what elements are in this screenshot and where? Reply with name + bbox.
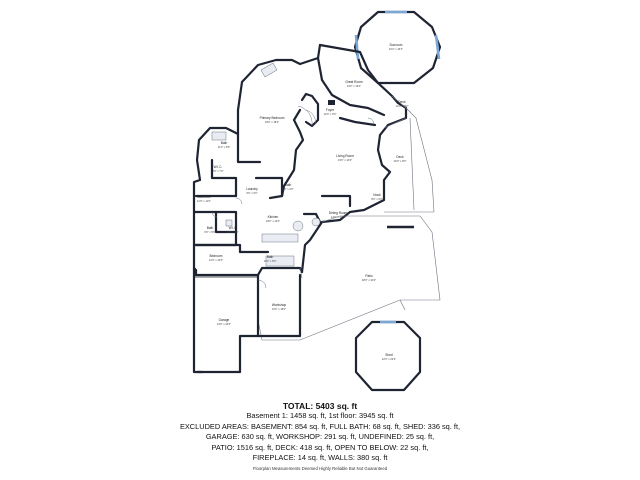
room-dims-living-room: 16'0" x 14'0" [338,158,352,162]
room-label-foyer: Foyer [326,108,335,112]
room-label-deck-side: Deck [396,155,404,159]
kitchen-counter [261,233,299,243]
main-house-walls [192,43,408,277]
room-dims-bath-lower: 10'0" x 8'0" [264,259,277,263]
room-dims-garage: 24'0" x 26'0" [217,322,231,326]
room-dims-kitchen: 18'0" x 12'0" [266,219,280,223]
room-label-deck-upper: Deck [398,100,406,104]
floor-plan: Sunroom 16'2" x 16'2" Great Room 16'0" x… [192,10,442,392]
fireplace-insert [328,100,335,105]
summary-line-excluded-3: PATIO: 1516 sq. ft, DECK: 418 sq. ft, OP… [211,442,429,452]
measurement-disclaimer: Floorplan Measurements Deemed Highly Rel… [252,465,388,471]
room-label-nook: Nook [373,193,381,197]
summary-line-excluded-1: EXCLUDED AREAS: BASEMENT: 854 sq. ft, FU… [179,421,461,431]
door-swing [257,279,267,289]
toilet [225,219,233,227]
door-swing [367,117,375,125]
room-labels: Sunroom 16'2" x 16'2" Great Room 16'0" x… [197,43,408,361]
room-label-primary-bedroom: Primary Bedroom [260,116,285,120]
room-dims-deck-upper: 14'0" x 7'0" [396,104,409,108]
spiral-stair-outer [297,105,313,127]
room-label-dining-room: Dining Room [329,211,348,215]
garage-workshop-walls [192,266,302,374]
door-swing [235,197,243,205]
room-dims-dining-room: 14'0" x 12'0" [331,215,345,219]
room-dims-great-room: 16'0" x 16'0" [347,84,361,88]
door-swing [211,211,218,218]
room-dims-bedroom-1: 12'0" x 11'0" [197,199,211,203]
room-dims-shed: 22'0" x 22'0" [382,357,396,361]
patio-outline [257,215,441,341]
spiral-stair [305,109,317,125]
room-dims-wic: 8'0" x 7'0" [212,169,223,173]
room-label-workshop: Workshop [272,303,287,307]
room-label-bedroom-1: Bedroom [198,195,211,199]
window [354,34,360,60]
room-dims-bath-mid: 6'0" x 5'0" [204,230,215,234]
room-dims-sunroom: 16'2" x 16'2" [389,47,403,51]
room-dims-wic-2: 5'0" x 4'0" [227,230,238,234]
room-dims-bedroom-2: 12'0" x 10'0" [209,258,223,262]
summary-line-excluded-2: GARAGE: 630 sq. ft, WORKSHOP: 291 sq. ft… [205,432,435,441]
room-label-living-room: Living Room [336,154,354,158]
room-label-great-room: Great Room [345,80,363,84]
bar-table [311,217,321,227]
area-summary: TOTAL: 5403 sq. ft Basement 1: 1458 sq. … [0,400,640,471]
tub [211,131,227,141]
room-dims-deck-side: 20'0" x 8'0" [394,159,407,163]
room-dims-patio: 48'0" x 34'0" [362,278,376,282]
fireplace [260,62,278,78]
room-label-wic: W.I.C. [214,165,223,169]
room-label-wic-2: W.I.C. [229,226,238,230]
room-label-bath-small: Bath [285,183,292,187]
shed-walls [354,320,422,392]
room-label-shed: Shed [385,353,393,357]
room-dims-primary-bedroom: 18'0" x 18'0" [265,120,279,124]
sunroom-walls [353,10,442,85]
room-label-laundry: Laundry [246,187,258,191]
room-dims-nook: 8'0" x 6'0" [371,197,382,201]
room-label-sunroom: Sunroom [390,43,403,47]
fixtures [211,62,375,289]
room-dims-foyer: 12'0" x 9'0" [324,112,337,116]
room-label-bedroom-2: Bedroom [210,254,223,258]
room-dims-laundry: 9'0" x 6'0" [246,191,257,195]
total-area: TOTAL: 5403 sq. ft [282,401,358,411]
room-label-bath-mid: Bath [207,226,214,230]
room-label-bath-upper: Bath [221,141,228,145]
room-dims-bath-upper: 11'0" x 8'0" [218,145,231,149]
room-label-patio: Patio [365,274,372,278]
decks [383,95,435,229]
room-label-kitchen: Kitchen [268,215,279,219]
room-label-garage: Garage [219,318,230,322]
bath-vanity [265,255,295,267]
summary-line-floors: Basement 1: 1458 sq. ft, 1st floor: 3945… [246,411,394,420]
summary-line-excluded-4: FIREPLACE: 14 sq. ft, WALLS: 380 sq. ft [252,453,388,462]
room-dims-bath-small: 6'0" x 4'0" [282,187,293,191]
interior-walls [192,56,386,254]
dining-table [292,220,304,232]
room-dims-workshop: 16'0" x 18'0" [272,307,286,311]
window [434,34,441,60]
room-label-bath-lower: Bath [267,255,274,259]
